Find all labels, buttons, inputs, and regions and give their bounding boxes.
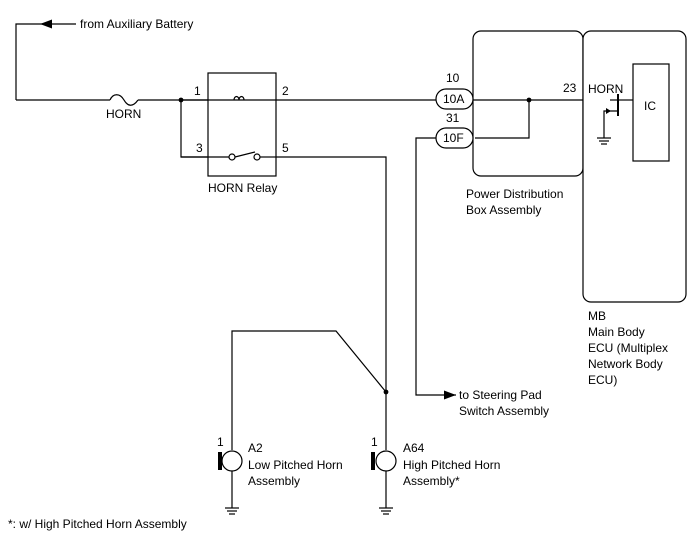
relay-pin-5: 5 (282, 141, 289, 155)
horn-icon (218, 452, 222, 470)
high-horn-pin: 1 (371, 435, 378, 449)
transistor-emitter-wire (603, 110, 618, 138)
horn-icon (221, 450, 243, 472)
ecu-name-line4: ECU) (588, 373, 617, 387)
fuse-label: HORN (106, 107, 141, 121)
switch-contact-icon (253, 153, 261, 161)
emitter-arrow-icon (606, 108, 611, 114)
pdb-pin-top-number: 10 (446, 71, 460, 85)
pdb-name-line2: Box Assembly (466, 203, 541, 217)
relay-name-label: HORN Relay (208, 181, 277, 195)
ground-icon (225, 507, 239, 515)
steering-pad-branch: to Steering Pad Switch Assembly (415, 137, 549, 418)
pdb-internal-branch (475, 100, 530, 139)
steering-pad-wire (415, 137, 456, 396)
to-steering-label: to Steering Pad (459, 388, 542, 402)
ecu-ic-box (632, 63, 670, 162)
relay-box (207, 72, 277, 177)
relay-coil-icon (233, 95, 245, 101)
high-pitched-horn: 1 A64 High Pitched Horn Assembly* (371, 435, 500, 515)
fuse-icon (109, 94, 139, 106)
ecu-name-line1: Main Body (588, 325, 645, 339)
aux-battery-feed: from Auxiliary Battery (15, 17, 193, 100)
relay-pin-1: 1 (194, 84, 201, 98)
pdb-pin-bottom-number: 31 (446, 111, 460, 125)
horn-icon (371, 452, 375, 470)
arrow-left-icon (40, 19, 52, 29)
low-pitched-horn: 1 A2 Low Pitched Horn Assembly (217, 435, 343, 515)
pdb-connector-10f: 10F (443, 131, 464, 145)
pdb-connector-10a: 10A (443, 92, 464, 106)
horn-relay: 1 2 3 5 HORN Relay (181, 72, 289, 195)
footnote: *: w/ High Pitched Horn Assembly (8, 517, 187, 531)
ecu-ic-label: IC (644, 99, 656, 113)
aux-battery-wire (15, 23, 76, 100)
low-horn-name-line2: Assembly (248, 474, 300, 488)
high-horn-name-line2: Assembly* (403, 474, 460, 488)
high-horn-code: A64 (403, 441, 425, 455)
low-horn-pin: 1 (217, 435, 224, 449)
ecu-horn-label: HORN (588, 82, 623, 96)
pdb-name-line1: Power Distribution (466, 187, 563, 201)
relay-pin-2: 2 (282, 84, 289, 98)
low-horn-name-line1: Low Pitched Horn (248, 458, 343, 472)
main-body-ecu: 23 HORN IC MB Main Body ECU (Multiplex N… (563, 30, 687, 387)
ecu-code-label: MB (588, 309, 606, 323)
low-horn-wire (231, 330, 387, 450)
switch-contact-icon (228, 153, 236, 161)
relay-pin-3: 3 (196, 141, 203, 155)
to-steering-label-line2: Switch Assembly (459, 404, 549, 418)
relay-output-wire (276, 156, 387, 392)
pdb-box (472, 30, 584, 177)
low-horn-code: A2 (248, 441, 263, 455)
ecu-pin-23: 23 (563, 81, 577, 95)
ecu-name-line3: Network Body (588, 357, 663, 371)
ground-icon (379, 507, 393, 515)
connector-10a-icon (435, 88, 474, 110)
power-distribution-box: 10 10A 31 10F Power Distribution Box Ass… (435, 30, 610, 217)
high-horn-name-line1: High Pitched Horn (403, 458, 500, 472)
from-aux-battery-label: from Auxiliary Battery (80, 17, 193, 31)
ground-icon (597, 137, 611, 145)
horn-icon (375, 450, 397, 472)
horn-fuse: HORN (106, 94, 141, 121)
arrow-right-icon (444, 390, 456, 400)
switch-blade-icon (234, 151, 256, 158)
ecu-name-line2: ECU (Multiplex (588, 341, 668, 355)
